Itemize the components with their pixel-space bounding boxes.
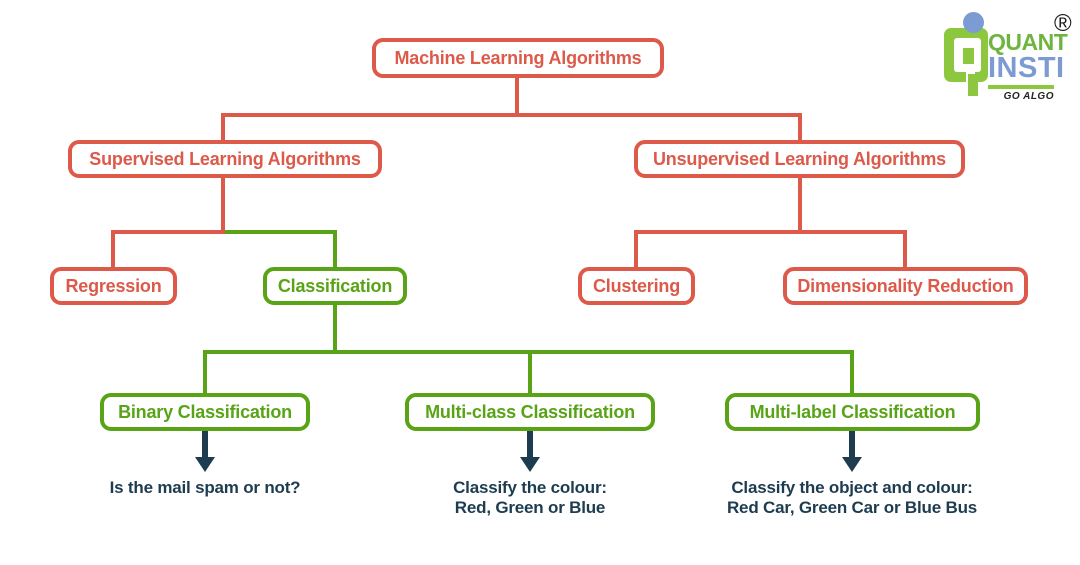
node-machine-learning-algorithms: Machine Learning Algorithms: [372, 38, 664, 78]
logo-inner-shape: [963, 48, 974, 64]
connector-to-regression: [111, 230, 115, 268]
node-supervised-learning-algorithms: Supervised Learning Algorithms: [68, 140, 382, 178]
down-arrow-head-icon: [842, 457, 862, 472]
down-arrow-head-icon: [195, 457, 215, 472]
down-arrow-icon: [202, 431, 208, 458]
connector-to-regression-horizontal: [111, 230, 225, 234]
connector-to-clustering: [634, 230, 638, 268]
caption-binary-example: Is the mail spam or not?: [55, 478, 355, 498]
node-multiclass-classification: Multi-class Classification: [405, 393, 655, 431]
connector-unsupervised-horizontal: [634, 230, 907, 234]
down-arrow-icon: [527, 431, 533, 458]
connector-supervised-stem: [221, 177, 225, 234]
connector-to-dimensionality-reduction: [903, 230, 907, 268]
quantinsti-glyph-icon: [938, 8, 992, 103]
connector-unsupervised-stem: [798, 177, 802, 234]
connector-root-stem: [515, 77, 519, 117]
connector-to-supervised: [221, 113, 225, 141]
node-classification: Classification: [263, 267, 407, 305]
node-regression: Regression: [50, 267, 177, 305]
connector-classification-stem: [333, 304, 337, 354]
logo-dot-icon: [963, 12, 984, 33]
registered-trademark-icon: ®: [1054, 10, 1072, 37]
connector-to-multiclass: [528, 350, 532, 394]
node-binary-classification: Binary Classification: [100, 393, 310, 431]
logo-block-shape: [944, 28, 988, 82]
caption-multilabel-example: Classify the object and colour: Red Car,…: [702, 478, 1002, 518]
logo-text-insti: INSTI: [988, 52, 1065, 84]
caption-line: Classify the colour:: [453, 478, 607, 497]
logo-tail-shape: [968, 74, 978, 96]
logo-underline: [988, 85, 1054, 89]
logo-tagline: GO ALGO: [1003, 91, 1054, 102]
node-multilabel-classification: Multi-label Classification: [725, 393, 980, 431]
caption-line: Is the mail spam or not?: [109, 478, 301, 497]
node-unsupervised-learning-algorithms: Unsupervised Learning Algorithms: [634, 140, 965, 178]
caption-line: Red, Green or Blue: [454, 498, 606, 517]
connector-to-multilabel: [850, 350, 854, 394]
logo-text-quant: QUANT: [988, 29, 1068, 55]
caption-multiclass-example: Classify the colour: Red, Green or Blue: [400, 478, 660, 518]
down-arrow-head-icon: [520, 457, 540, 472]
connector-to-unsupervised: [798, 113, 802, 141]
connector-to-classification-horizontal: [225, 230, 337, 234]
quantinsti-logo: QUANT INSTI GO ALGO ®: [938, 8, 1080, 103]
connector-to-binary: [203, 350, 207, 394]
down-arrow-icon: [849, 431, 855, 458]
connector-to-classification: [333, 230, 337, 268]
caption-line: Red Car, Green Car or Blue Bus: [726, 498, 978, 517]
node-clustering: Clustering: [578, 267, 695, 305]
node-dimensionality-reduction: Dimensionality Reduction: [783, 267, 1028, 305]
caption-line: Classify the object and colour:: [731, 478, 973, 497]
connector-level1-horizontal: [221, 113, 802, 117]
